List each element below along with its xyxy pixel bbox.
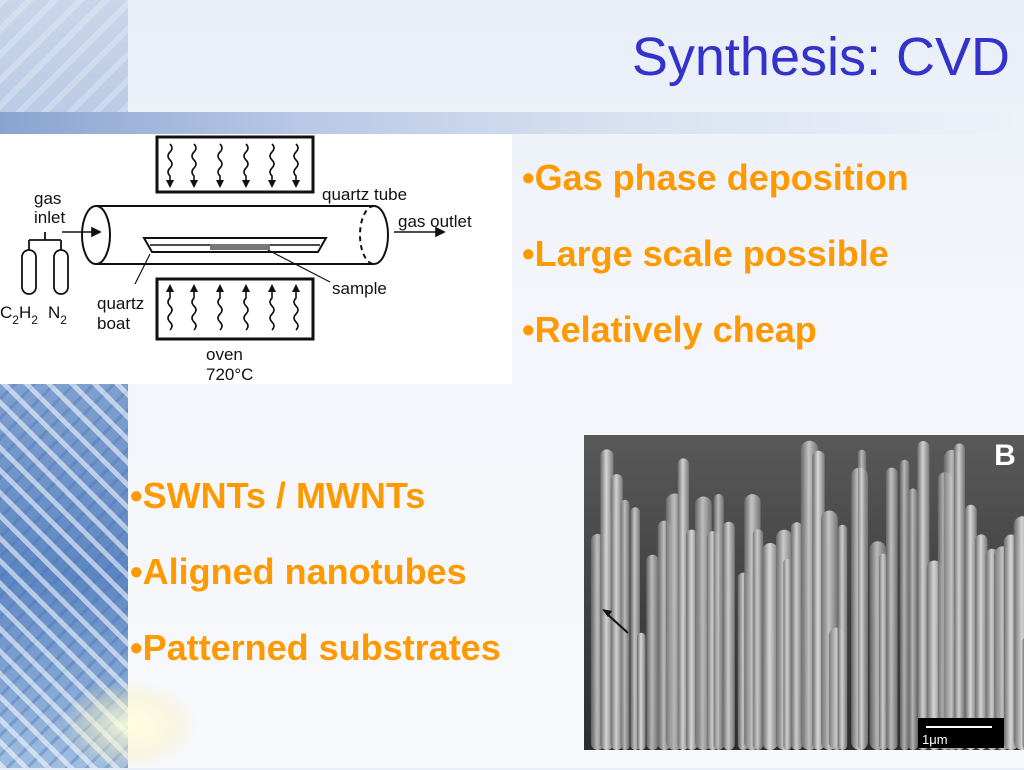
nanotube (783, 558, 792, 750)
slide-title: Synthesis: CVD (631, 27, 1010, 87)
quartz-tube (81, 205, 389, 265)
nanotube (857, 449, 867, 750)
nanotube (965, 504, 977, 750)
nanotube (752, 529, 764, 750)
label-temperature: 720°C (206, 365, 253, 384)
nanotube (1013, 516, 1024, 750)
nanotube (886, 467, 898, 750)
oven-bottom (155, 277, 315, 341)
sample (210, 244, 270, 250)
bullet-list-bottom: •SWNTs / MWNTs •Aligned nanotubes •Patte… (130, 458, 501, 686)
nanotube-pillars (590, 440, 1024, 750)
label-quartz: quartz (97, 294, 144, 313)
quartz-boat (142, 237, 328, 253)
label-boat: boat (97, 314, 130, 333)
bullet-item: •Patterned substrates (130, 627, 501, 668)
label-gas: gas (34, 189, 61, 208)
bullet-item: •Gas phase deposition (522, 157, 909, 198)
bullet-item: •Aligned nanotubes (130, 551, 467, 592)
nanotube (620, 499, 630, 750)
label-oven: oven (206, 345, 243, 364)
cvd-apparatus-diagram: gas inlet quartz tube gas outlet sample … (0, 134, 512, 384)
heat-arrows-top (167, 143, 299, 182)
scale-bar: 1μm (918, 718, 1004, 748)
nanotube (722, 521, 735, 750)
scale-bar-line (926, 726, 992, 728)
gas-inlet-arrow (62, 226, 102, 238)
nanotube (637, 632, 646, 750)
nanotube (899, 459, 910, 750)
gas-cylinders (21, 232, 69, 295)
nanotube (762, 543, 779, 750)
background-glow (60, 680, 200, 770)
nanotube (646, 554, 659, 750)
nanotube (908, 488, 918, 750)
bullet-item: •Relatively cheap (522, 309, 817, 350)
nanotube (790, 522, 803, 750)
sem-panel-label: B (994, 439, 1016, 472)
gas-outlet-arrow (394, 226, 446, 238)
heat-arrows-bottom (167, 290, 299, 331)
label-gas-outlet: gas outlet (398, 212, 472, 231)
nanotube (610, 474, 623, 750)
nanotube (879, 553, 888, 750)
bullet-list-top: •Gas phase deposition •Large scale possi… (522, 140, 909, 368)
nanotube (600, 449, 614, 750)
nanotube (975, 534, 988, 750)
nanotube (953, 443, 965, 750)
sem-image-aligned-nanotubes: B 1μm (584, 435, 1024, 750)
sem-image-svg (584, 435, 1024, 750)
cvd-diagram-svg: gas inlet quartz tube gas outlet sample … (0, 135, 472, 384)
label-inlet: inlet (34, 208, 65, 227)
background-band (0, 112, 1024, 134)
oven-top (155, 135, 315, 194)
label-quartz-tube: quartz tube (322, 185, 407, 204)
nanotube (686, 529, 698, 750)
nanotube (713, 494, 724, 750)
label-sample: sample (332, 279, 387, 298)
bullet-item: •SWNTs / MWNTs (130, 475, 426, 516)
nanotube (917, 441, 930, 750)
bullet-item: •Large scale possible (522, 233, 889, 274)
nanotube (837, 524, 848, 750)
scale-bar-label: 1μm (922, 732, 948, 747)
